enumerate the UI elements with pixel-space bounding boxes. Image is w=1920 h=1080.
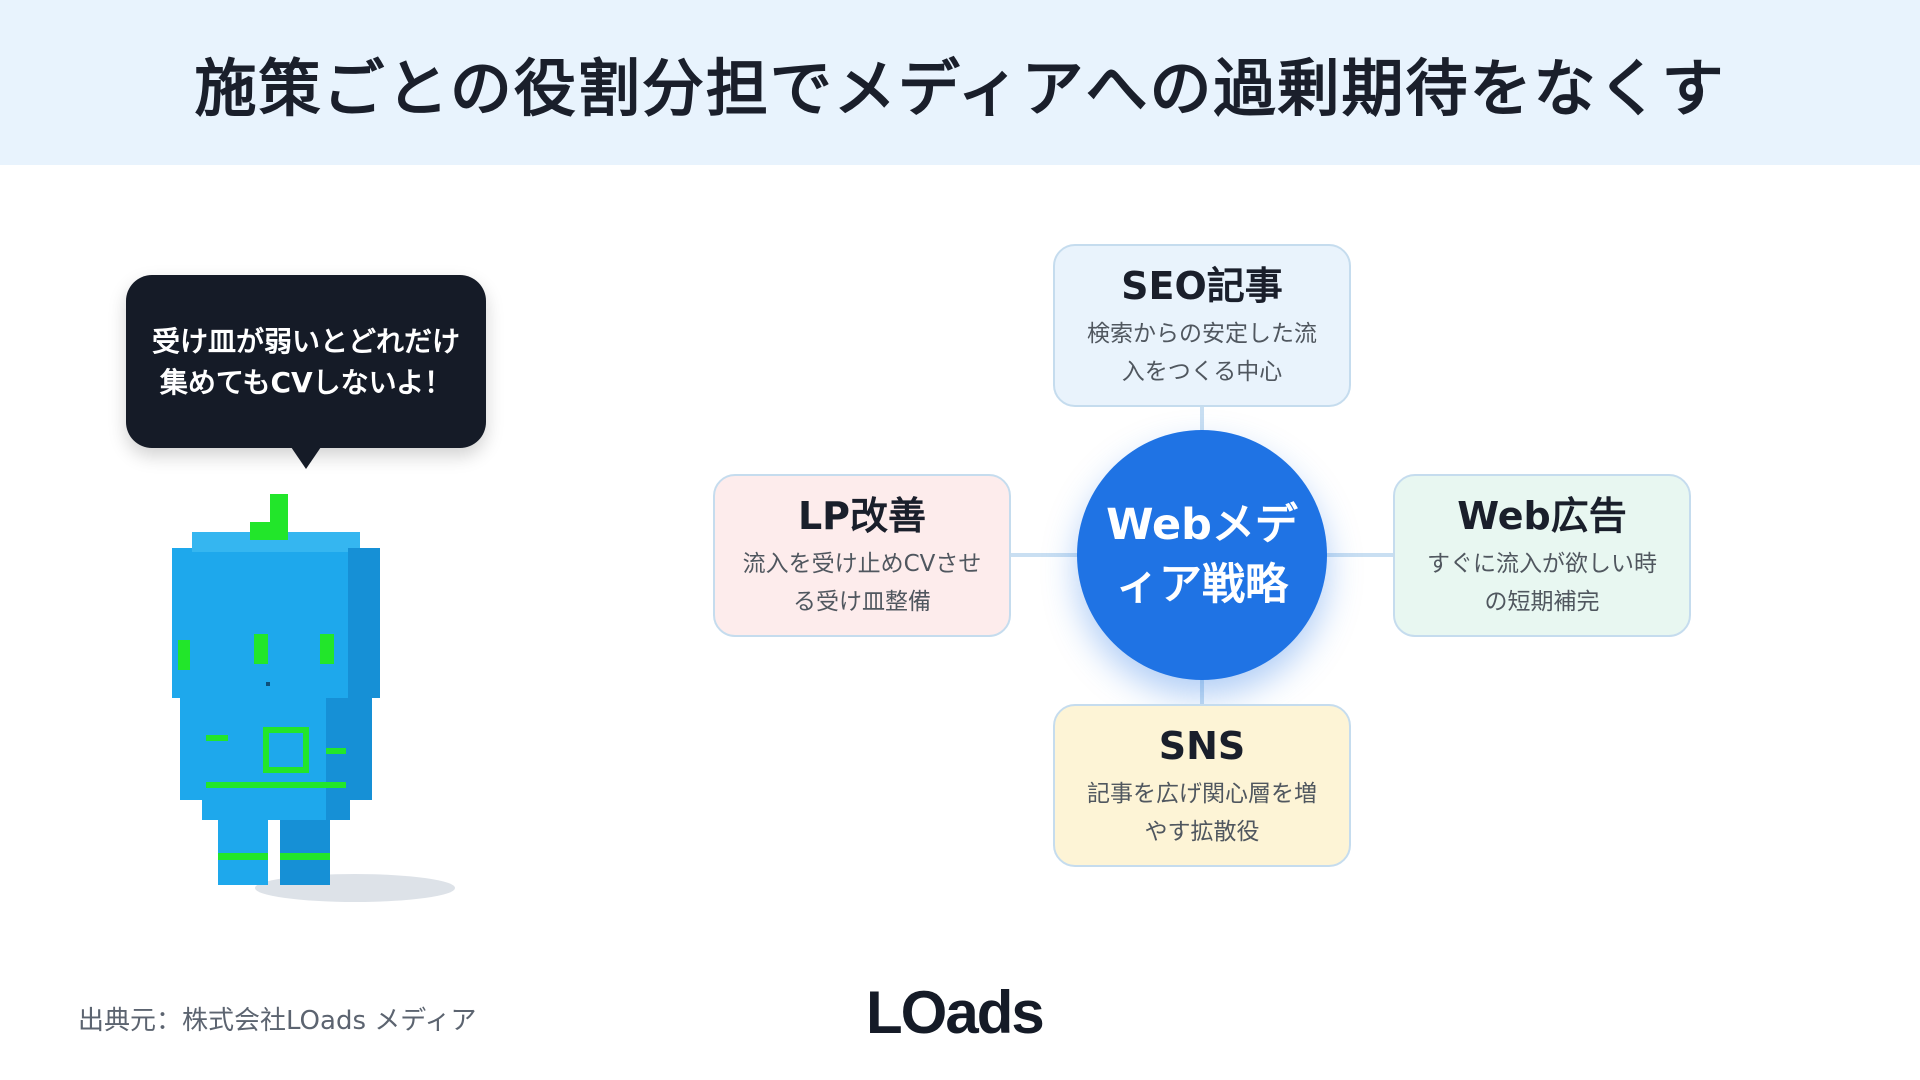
character-eye-right: [320, 634, 334, 664]
connector-sns: [1200, 678, 1204, 706]
page-title: 施策ごとの役割分担でメディアへの過剰期待をなくす: [194, 51, 1726, 125]
card-seo: SEO記事 検索からの安定した流入をつくる中心: [1053, 244, 1351, 407]
character-head-top: [192, 532, 360, 552]
card-lp: LP改善 流入を受け止めCVさせる受け皿整備: [713, 474, 1011, 637]
character-antenna-stem: [270, 494, 288, 540]
loads-logo: LOads: [866, 979, 1045, 1046]
character-eye-middle: [254, 634, 268, 664]
character-chest-square: [263, 727, 309, 773]
card-sns: SNS 記事を広げ関心層を増やす拡散役: [1053, 704, 1351, 867]
card-seo-description: 検索からの安定した流入をつくる中心: [1087, 320, 1317, 385]
card-seo-title: SEO記事: [1121, 263, 1283, 308]
speech-bubble: 受け皿が弱いとどれだけ集めてもCVしないよ！: [126, 275, 486, 448]
character-head-side: [348, 548, 380, 698]
card-web-ads-title: Web広告: [1457, 493, 1627, 538]
card-lp-description: 流入を受け止めCVさせる受け皿整備: [742, 550, 982, 615]
character-body-stripe-right: [326, 748, 350, 754]
source-credit: 出典元：株式会社LOads メディア: [78, 1006, 477, 1036]
connector-seo: [1200, 407, 1204, 432]
character-antenna-base: [250, 522, 272, 540]
character-left-leg-stripe: [218, 853, 268, 860]
character-left-arm: [180, 690, 206, 800]
character-right-leg: [280, 815, 330, 885]
character-body: [202, 682, 350, 820]
card-web-ads: Web広告 すぐに流入が欲しい時の短期補完: [1393, 474, 1691, 637]
hub-label: Webメディア戦略: [1106, 500, 1298, 610]
character-head: [172, 548, 380, 698]
mascot-character-illustration: [172, 494, 455, 902]
character-mouth: [266, 682, 270, 686]
character-right-arm: [346, 690, 372, 800]
speech-bubble-text: 受け皿が弱いとどれだけ集めてもCVしないよ！: [152, 324, 461, 399]
character-waist-stripe: [202, 782, 350, 788]
connector-web-ads: [1325, 553, 1395, 557]
card-web-ads-description: すぐに流入が欲しい時の短期補完: [1427, 550, 1657, 615]
header-banner: 施策ごとの役割分担でメディアへの過剰期待をなくす: [0, 0, 1920, 165]
speech-bubble-tail: [291, 447, 321, 469]
character-right-leg-stripe: [280, 853, 330, 860]
card-lp-title: LP改善: [797, 493, 927, 538]
character-left-leg: [218, 815, 268, 885]
hub-circle-web-media-strategy: Webメディア戦略: [1077, 430, 1327, 680]
card-sns-title: SNS: [1158, 723, 1246, 768]
card-sns-description: 記事を広げ関心層を増やす拡散役: [1087, 780, 1317, 845]
character-eye-left: [178, 640, 190, 670]
character-body-stripe-left: [202, 735, 228, 741]
connector-lp: [1011, 553, 1079, 557]
